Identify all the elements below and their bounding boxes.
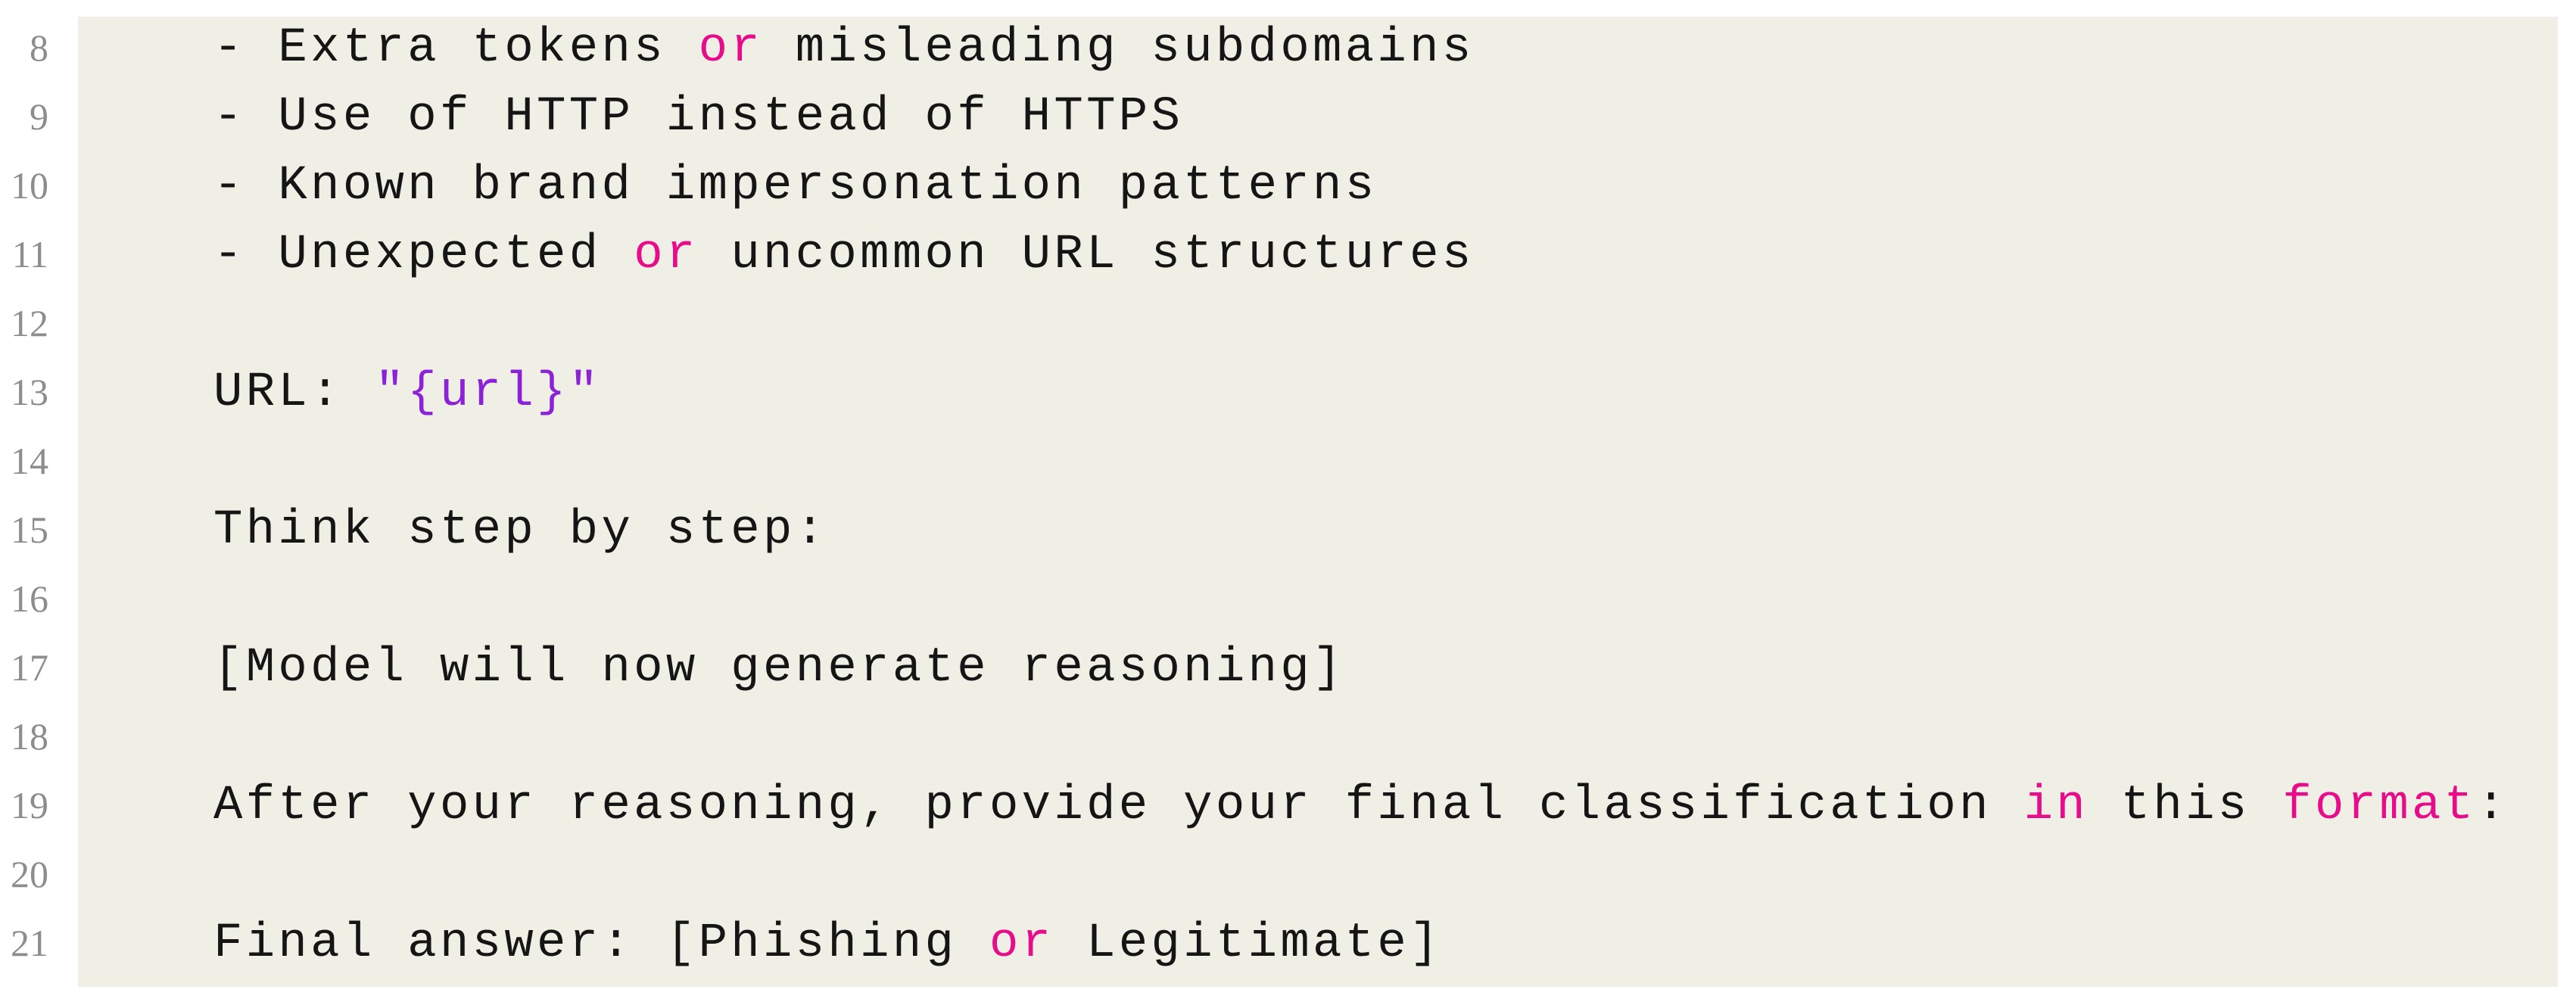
code-text	[78, 434, 213, 489]
code-token: - Unexpected	[213, 228, 634, 282]
keyword-token: or	[698, 21, 764, 76]
line-number: 19	[11, 784, 48, 826]
line-number: 21	[11, 922, 48, 964]
code-text: [Model will now generate reasoning]	[78, 641, 1345, 695]
line-number: 8	[30, 26, 48, 69]
code-line: 11 - Unexpected or uncommon URL structure…	[0, 220, 2558, 289]
code-token: Legitimate]	[1054, 916, 1442, 971]
line-number: 16	[11, 577, 48, 620]
code-text: URL: "{url}"	[78, 366, 601, 420]
code-line: 10 - Known brand impersonation patterns	[0, 151, 2558, 220]
line-number: 9	[30, 95, 48, 138]
line-number: 17	[11, 646, 48, 689]
code-line: 21 Final answer: [Phishing or Legitimate]	[0, 909, 2558, 978]
line-number: 20	[11, 853, 48, 895]
code-line: 8 - Extra tokens or misleading subdomains	[0, 14, 2558, 82]
code-token: Final answer: [Phishing	[213, 916, 989, 971]
code-token: Think step by step:	[213, 503, 828, 558]
line-number: 14	[11, 440, 48, 482]
code-token: misleading subdomains	[763, 21, 1475, 76]
line-number: 10	[11, 164, 48, 207]
line-number: 13	[11, 371, 48, 413]
code-line: 13 URL: "{url}"	[0, 358, 2558, 427]
line-number: 18	[11, 715, 48, 758]
code-text: - Known brand impersonation patterns	[78, 159, 1377, 213]
code-token: After your reasoning, provide your final…	[213, 779, 2024, 833]
keyword-token: format	[2282, 779, 2477, 833]
code-text	[78, 710, 213, 764]
code-line: 15 Think step by step:	[0, 496, 2558, 565]
code-token: uncommon URL structures	[698, 228, 1475, 282]
string-token: "{url}"	[375, 366, 602, 420]
keyword-token: or	[989, 916, 1054, 971]
code-token: :	[2476, 779, 2509, 833]
code-token: URL:	[213, 366, 375, 420]
code-line: 9 - Use of HTTP instead of HTTPS	[0, 82, 2558, 151]
code-text	[78, 572, 213, 627]
code-text: - Use of HTTP instead of HTTPS	[78, 90, 1183, 145]
code-token: [Model will now generate reasoning]	[213, 641, 1345, 695]
code-text: After your reasoning, provide your final…	[78, 779, 2509, 833]
code-line: 20	[0, 840, 2558, 909]
code-text	[78, 848, 213, 902]
code-line: 12	[0, 289, 2558, 358]
code-token: - Extra tokens	[213, 21, 699, 76]
code-token: - Use of HTTP instead of HTTPS	[213, 90, 1184, 145]
line-number: 11	[11, 233, 48, 275]
keyword-token: in	[2023, 779, 2089, 833]
code-line: 14	[0, 427, 2558, 496]
code-text: - Extra tokens or misleading subdomains	[78, 21, 1475, 76]
code-line: 17 [Model will now generate reasoning]	[0, 633, 2558, 702]
line-number: 15	[11, 509, 48, 551]
code-token: - Known brand impersonation patterns	[213, 159, 1378, 213]
code-line: 16	[0, 565, 2558, 633]
code-line: 19 After your reasoning, provide your fin…	[0, 771, 2558, 840]
code-block-background	[78, 17, 2558, 987]
code-text: Think step by step:	[78, 503, 827, 558]
keyword-token: or	[634, 228, 699, 282]
line-number: 12	[11, 302, 48, 344]
code-text	[78, 297, 213, 351]
code-lines-container: 8 - Extra tokens or misleading subdomains…	[0, 14, 2558, 978]
code-token: this	[2088, 779, 2283, 833]
code-text: Final answer: [Phishing or Legitimate]	[78, 916, 1442, 971]
code-text: - Unexpected or uncommon URL structures	[78, 228, 1475, 282]
code-line: 18	[0, 702, 2558, 771]
